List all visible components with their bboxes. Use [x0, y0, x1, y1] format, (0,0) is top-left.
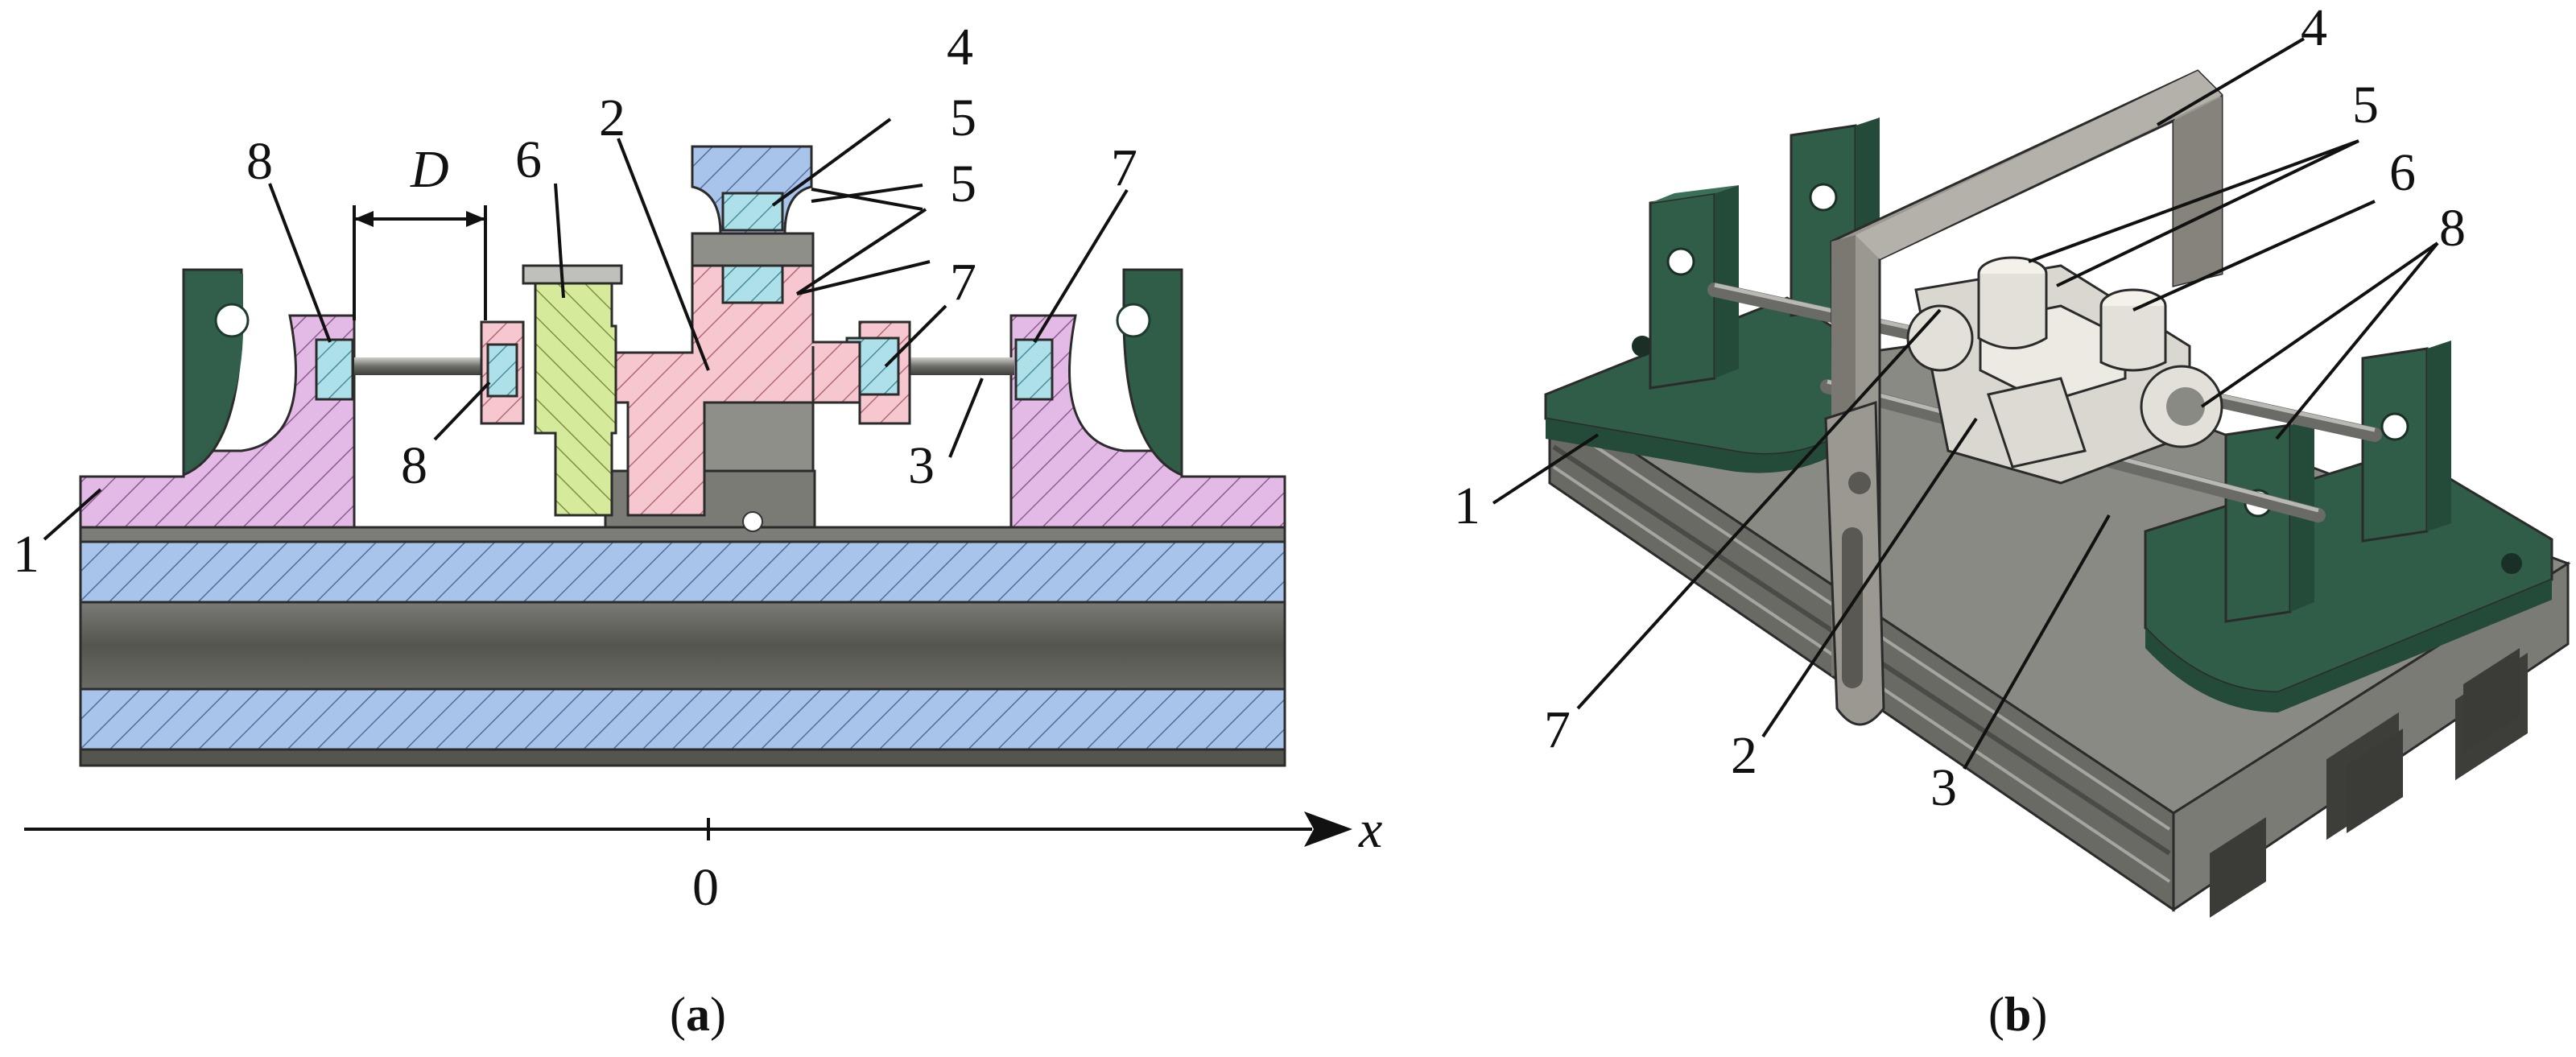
rod-right [906, 357, 1014, 375]
callout-4: 4 [947, 18, 973, 76]
callout-2: 2 [599, 89, 625, 147]
part-5-top [721, 192, 784, 232]
callout-b-1: 1 [1454, 477, 1480, 535]
callout-8-mid: 8 [401, 436, 427, 495]
callout-5-mid: 5 [950, 155, 976, 213]
base-rail-section [79, 526, 1286, 767]
callout-7-mid: 7 [950, 253, 976, 312]
callout-1: 1 [13, 525, 39, 584]
rod-left [354, 357, 491, 375]
panel-label-a: (a) [670, 988, 726, 1041]
callout-7-right: 7 [1111, 138, 1137, 197]
callout-8-left: 8 [246, 132, 273, 191]
x-axis-label: x [1358, 800, 1382, 859]
callout-b-3: 3 [1930, 758, 1957, 817]
clamp-tower-1 [1649, 185, 1739, 390]
dimension-label: D [410, 140, 449, 199]
x-axis-arrow [1304, 811, 1352, 847]
callout-3: 3 [908, 436, 935, 495]
panel-a: D x 0 1 2 3 4 5 5 6 7 7 8 8 (a) [13, 18, 1382, 1041]
left-base-block [79, 268, 356, 529]
callout-b-4: 4 [2301, 0, 2327, 57]
part-6-shaft [522, 264, 623, 517]
callout-b-8: 8 [2439, 199, 2466, 258]
callout-b-5: 5 [2352, 76, 2379, 134]
clamp-tower-4 [2361, 341, 2451, 543]
callout-5-top: 5 [950, 89, 976, 147]
callout-b-6: 6 [2389, 143, 2416, 202]
callout-b-2: 2 [1731, 726, 1757, 785]
clamp-tower-3 [2224, 417, 2314, 623]
panel-b: 1 2 3 4 5 6 7 8 (b) [1454, 0, 2571, 1041]
callout-6: 6 [515, 130, 542, 189]
part-4-bracket [1824, 69, 2223, 726]
bushing-8-left [315, 338, 354, 401]
bushing-7-right [1014, 338, 1054, 401]
carriage [1906, 256, 2223, 485]
part-5-mid [721, 264, 784, 304]
callout-b-7: 7 [1544, 700, 1571, 759]
bushing-8-mid [486, 343, 518, 398]
right-base-block [1009, 268, 1286, 529]
origin-label: 0 [692, 858, 719, 917]
panel-label-b: (b) [1988, 988, 2047, 1041]
